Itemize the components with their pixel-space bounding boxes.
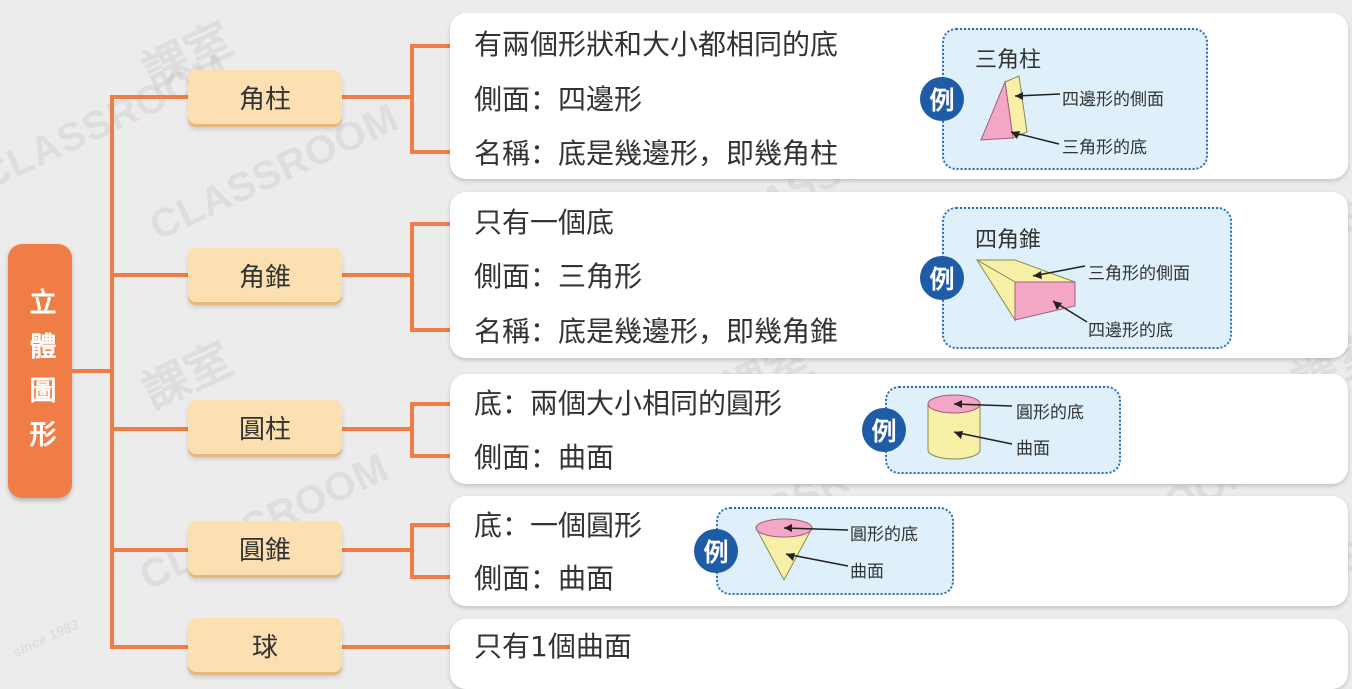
attribute-text: 底：兩個大小相同的圓形 [474, 387, 783, 420]
cylinder-figure [927, 394, 1013, 460]
root-title: 立體圖形 [24, 288, 56, 464]
connector-line [342, 273, 412, 277]
branch-node-cone: 圓錐 [188, 521, 342, 575]
example-badge: 例 [920, 256, 964, 300]
example-label: 曲面 [1016, 439, 1050, 459]
attribute-text: 側面：三角形 [474, 260, 643, 293]
connector-line [410, 150, 450, 154]
connector-line [342, 95, 412, 99]
connector-line [342, 548, 412, 552]
connector-line [110, 548, 188, 552]
connector-line [110, 95, 188, 99]
connector-line [110, 273, 188, 277]
attribute-text: 只有1個曲面 [474, 630, 632, 663]
example-label: 四邊形的側面 [1062, 90, 1164, 110]
attribute-text: 名稱：底是幾邊形，即幾角柱 [474, 137, 839, 170]
attribute-text: 側面：曲面 [474, 441, 615, 474]
example-label: 三角形的底 [1062, 138, 1147, 158]
example-badge: 例 [862, 408, 906, 452]
branch-node-cylinder: 圓柱 [188, 400, 342, 454]
connector-line [410, 44, 414, 154]
connector-line [110, 645, 188, 649]
connector-line [410, 44, 450, 48]
connector-line [110, 95, 114, 647]
example-badge: 例 [920, 77, 964, 121]
example-label: 四邊形的底 [1088, 321, 1173, 341]
example-title: 三角柱 [975, 48, 1042, 73]
connector-line [72, 369, 112, 373]
triangular-prism-figure [980, 75, 1061, 145]
connector-line [410, 222, 450, 226]
connector-line [410, 575, 450, 579]
connector-line [110, 427, 188, 431]
square-pyramid-figure [975, 259, 1088, 323]
example-label: 三角形的側面 [1088, 264, 1190, 284]
connector-line [342, 427, 412, 431]
watermark-text: since 1983 [9, 615, 81, 661]
connector-line [410, 523, 450, 527]
attribute-text: 名稱：底是幾邊形，即幾角錐 [474, 315, 839, 348]
branch-node-sphere: 球 [188, 618, 342, 672]
branch-node-pyramid: 角錐 [188, 248, 342, 302]
connector-line [410, 402, 450, 406]
connector-line [342, 645, 450, 649]
example-label: 圓形的底 [850, 525, 918, 545]
connector-line [410, 523, 414, 579]
example-box-cone [716, 507, 954, 595]
connector-line [410, 454, 450, 458]
example-badge: 例 [694, 529, 738, 573]
branch-node-prism: 角柱 [188, 70, 342, 124]
attribute-text: 底：一個圓形 [474, 509, 643, 542]
example-title: 四角錐 [975, 228, 1042, 253]
connector-line [410, 402, 414, 458]
attribute-text: 有兩個形狀和大小都相同的底 [474, 28, 839, 61]
example-label: 圓形的底 [1016, 403, 1084, 423]
root-node: 立體圖形 [8, 244, 72, 498]
attribute-text: 只有一個底 [474, 206, 615, 239]
example-label: 曲面 [850, 562, 884, 582]
connector-line [410, 328, 450, 332]
connector-line [410, 222, 414, 332]
attribute-text: 側面：曲面 [474, 562, 615, 595]
attribute-text: 側面：四邊形 [474, 83, 643, 116]
example-box-prism [942, 28, 1208, 170]
cone-figure [755, 518, 849, 582]
